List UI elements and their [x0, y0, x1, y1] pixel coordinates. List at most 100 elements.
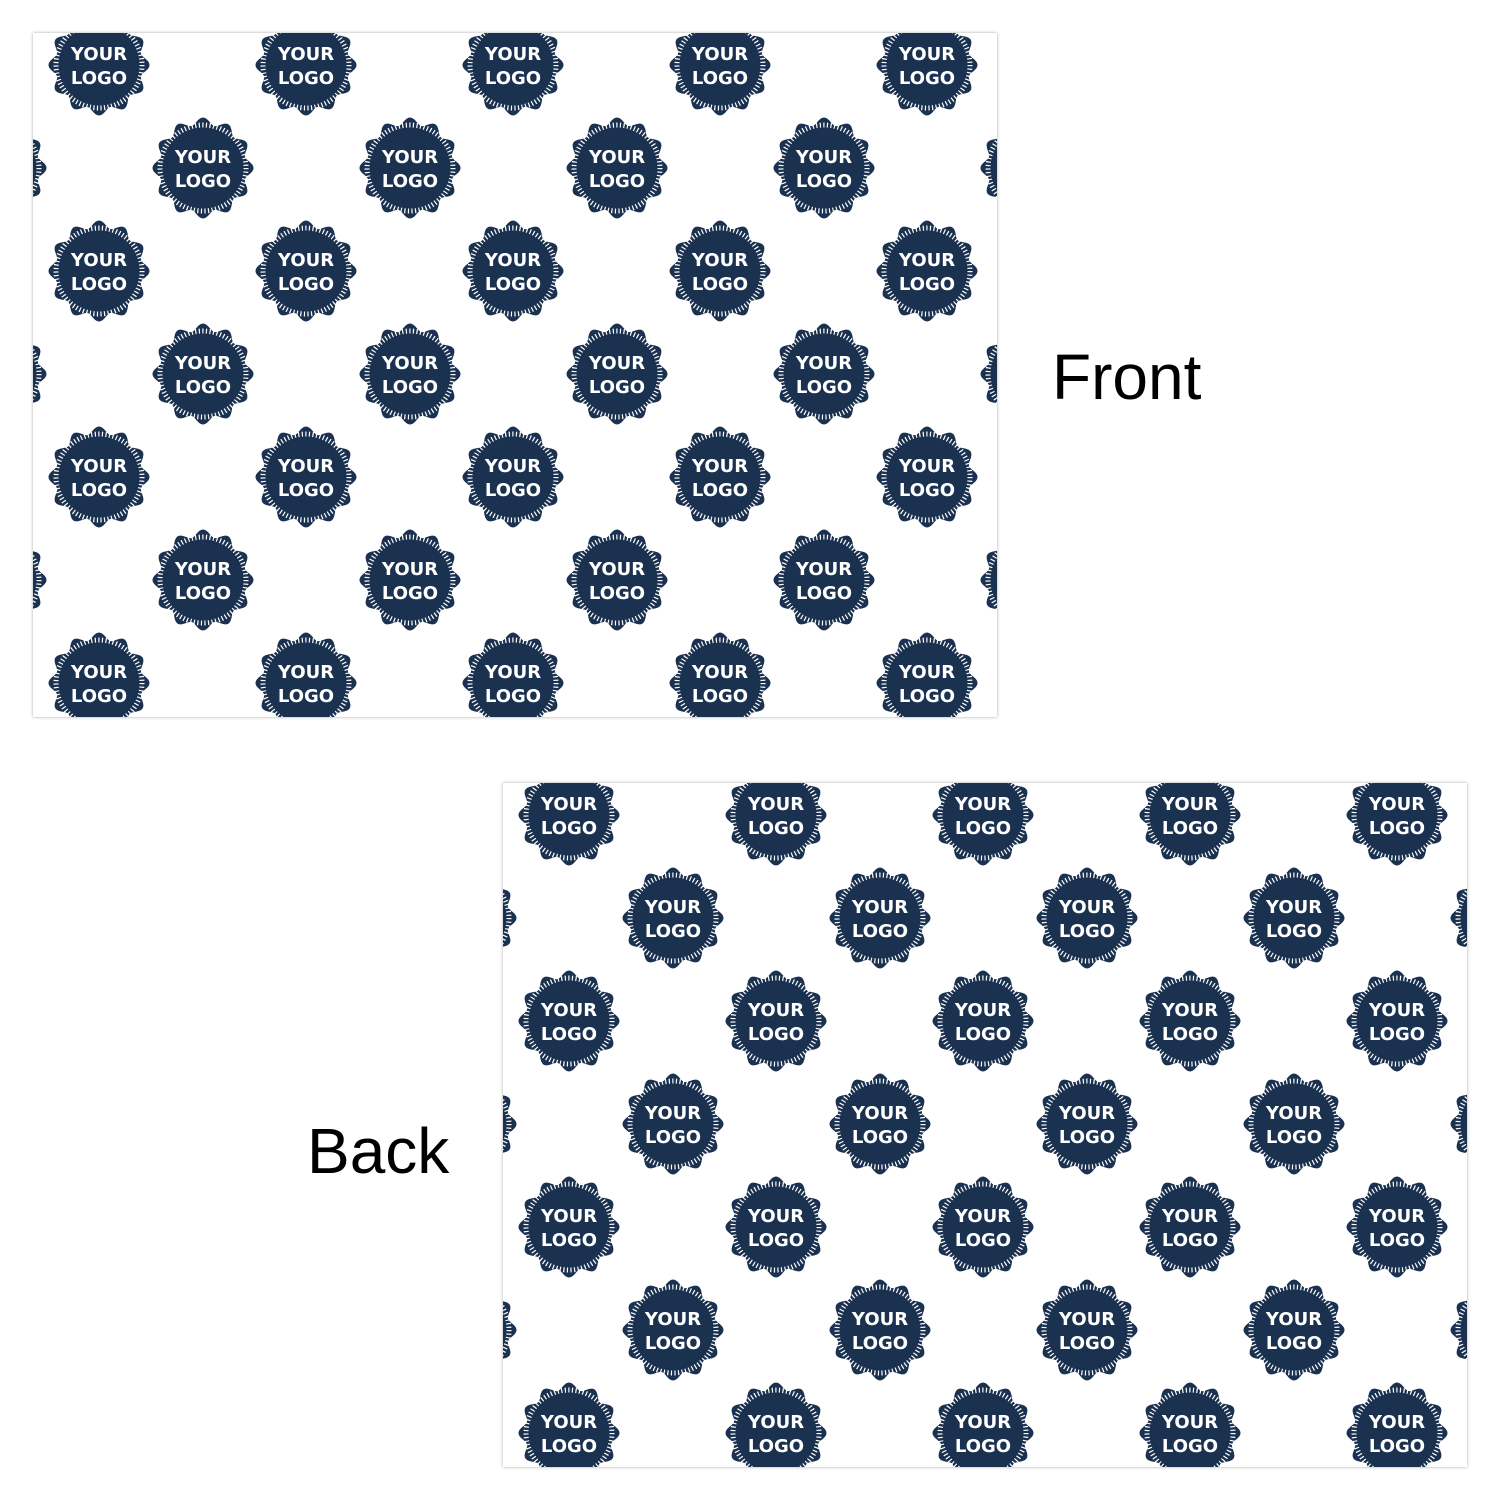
logo-badge: YOUR LOGO: [876, 220, 978, 322]
logo-text: LOGO: [175, 583, 231, 604]
logo-text: YOUR: [174, 147, 231, 168]
logo-text: LOGO: [71, 274, 127, 295]
logo-text: LOGO: [955, 1024, 1011, 1045]
logo-text: YOUR: [70, 662, 127, 683]
logo-text: YOUR: [954, 1000, 1011, 1021]
logo-text: LOGO: [278, 686, 334, 707]
logo-text: YOUR: [795, 353, 852, 374]
logo-badge: YOUR LOGO: [566, 117, 668, 219]
logo-text: YOUR: [1265, 897, 1322, 918]
logo-text: YOUR: [644, 1103, 701, 1124]
logo-text: LOGO: [1369, 1230, 1425, 1251]
logo-text: YOUR: [381, 353, 438, 374]
logo-text: LOGO: [748, 818, 804, 839]
logo-text: LOGO: [852, 1127, 908, 1148]
logo-text: LOGO: [382, 377, 438, 398]
front-label: Front: [1052, 341, 1202, 413]
logo-text: LOGO: [899, 68, 955, 89]
logo-text: LOGO: [1162, 1230, 1218, 1251]
logo-text: LOGO: [1369, 818, 1425, 839]
logo-text: YOUR: [898, 250, 955, 271]
logo-text: YOUR: [644, 1309, 701, 1330]
logo-text: YOUR: [795, 147, 852, 168]
logo-text: LOGO: [955, 818, 1011, 839]
logo-text: YOUR: [540, 794, 597, 815]
logo-text: LOGO: [899, 274, 955, 295]
logo-text: LOGO: [645, 921, 701, 942]
logo-text: YOUR: [1161, 1206, 1218, 1227]
logo-text: YOUR: [747, 794, 804, 815]
logo-text: YOUR: [174, 559, 231, 580]
logo-text: LOGO: [1059, 1333, 1115, 1354]
logo-text: LOGO: [1369, 1024, 1425, 1045]
logo-text: LOGO: [1162, 818, 1218, 839]
logo-text: LOGO: [1266, 1127, 1322, 1148]
logo-pattern: YOUR LOGO YOUR LOGO YOUR LOGO YOUR LOGO YOUR LOGO…: [33, 33, 997, 717]
logo-text: YOUR: [277, 456, 334, 477]
logo-text: YOUR: [1265, 1103, 1322, 1124]
logo-text: LOGO: [955, 1436, 1011, 1457]
logo-text: LOGO: [175, 377, 231, 398]
logo-text: LOGO: [485, 68, 541, 89]
logo-text: YOUR: [1368, 1412, 1425, 1433]
logo-text: LOGO: [589, 377, 645, 398]
logo-text: YOUR: [898, 456, 955, 477]
logo-text: YOUR: [691, 662, 748, 683]
logo-text: YOUR: [540, 1412, 597, 1433]
logo-text: LOGO: [541, 818, 597, 839]
logo-text: LOGO: [748, 1436, 804, 1457]
logo-text: LOGO: [278, 274, 334, 295]
logo-text: YOUR: [588, 559, 645, 580]
logo-text: LOGO: [589, 171, 645, 192]
logo-text: LOGO: [645, 1127, 701, 1148]
logo-text: YOUR: [691, 456, 748, 477]
logo-text: YOUR: [484, 250, 541, 271]
logo-text: YOUR: [1161, 1412, 1218, 1433]
logo-badge: YOUR LOGO: [1243, 1073, 1345, 1175]
logo-text: YOUR: [1265, 1309, 1322, 1330]
logo-text: LOGO: [1162, 1024, 1218, 1045]
logo-text: YOUR: [484, 662, 541, 683]
logo-text: YOUR: [1368, 1206, 1425, 1227]
logo-text: YOUR: [1058, 897, 1115, 918]
logo-text: YOUR: [588, 147, 645, 168]
logo-badge: YOUR LOGO: [152, 529, 254, 631]
logo-text: YOUR: [954, 1412, 1011, 1433]
logo-text: YOUR: [691, 250, 748, 271]
logo-text: YOUR: [851, 897, 908, 918]
